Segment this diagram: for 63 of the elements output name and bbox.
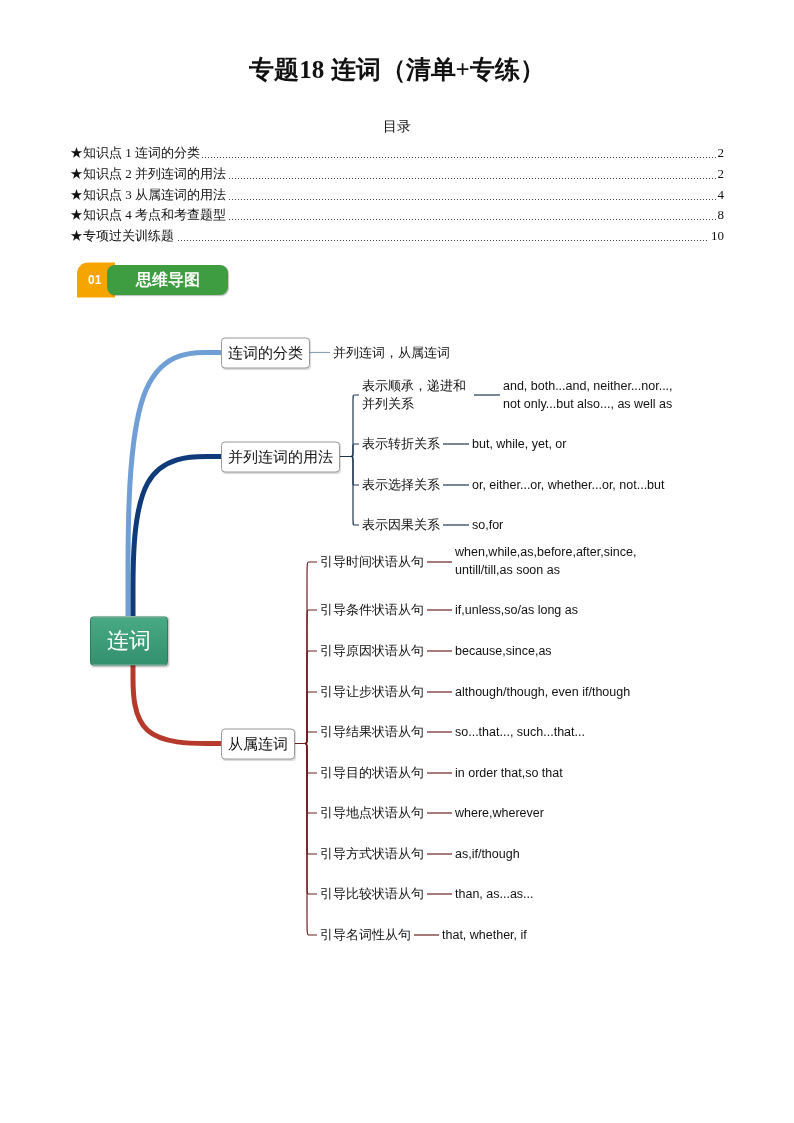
topic-box (221, 441, 340, 472)
connector-line (339, 455, 360, 526)
connector-line (413, 934, 440, 936)
clause-type-text: 引导方式状语从句 (317, 845, 427, 863)
branch-line (130, 454, 221, 616)
toc-entry: ★知识点 1 连词的分类 (70, 143, 202, 163)
connector-line (473, 394, 501, 396)
connector-line (426, 812, 453, 814)
connector-line (442, 443, 470, 445)
topic-label: 从属连词 (228, 734, 288, 753)
example-text: so...that..., such...that... (452, 723, 588, 741)
topic-box (221, 728, 295, 759)
relation-type-text: 表示因果关系 (359, 516, 443, 534)
relation-type-text: 表示转折关系 (359, 435, 443, 453)
relation-type-text: 表示顺承，递进和并列关系 (359, 377, 474, 413)
connector-line (426, 731, 453, 733)
toc-heading: 目录 (383, 118, 411, 136)
example-text: but, while, yet, or (469, 435, 570, 453)
example-text: 并列连词，从属连词 (330, 344, 453, 362)
clause-type-text: 引导时间状语从句 (317, 553, 427, 571)
connector-line (426, 650, 453, 652)
topic-box (221, 337, 310, 368)
example-text: or, either...or, whether...or, not...but (469, 476, 668, 494)
branch-line (130, 665, 221, 746)
example-text: in order that,so that (452, 764, 566, 782)
example-text: because,since,as (452, 642, 555, 660)
section-banner (107, 265, 228, 295)
example-text: so,for (469, 516, 507, 534)
example-text: that, whether, if (439, 926, 530, 944)
central-topic-box (90, 616, 168, 665)
connector-line (442, 484, 470, 486)
example-text: although/though, even if/though (452, 683, 634, 701)
section-heading: 思维导图 (135, 269, 200, 290)
clause-type-text: 引导目的状语从句 (317, 764, 427, 782)
connector-line (426, 561, 453, 563)
example-text: and, both...and, neither...nor..., not only...but also..., as well as (500, 377, 682, 413)
clause-type-text: 引导地点状语从句 (317, 804, 427, 822)
connector-line (294, 742, 318, 936)
clause-type-text: 引导条件状语从句 (317, 601, 427, 619)
branch-line (125, 350, 221, 616)
connector-line (309, 351, 331, 354)
example-text: where,wherever (452, 804, 547, 822)
central-topic-label: 连词 (107, 626, 151, 655)
connector-line (426, 772, 453, 774)
topic-label: 连词的分类 (228, 343, 303, 362)
connector-line (426, 893, 453, 895)
example-text: if,unless,so/as long as (452, 601, 581, 619)
connector-line (426, 691, 453, 693)
connector-line (442, 524, 470, 526)
example-text: as,if/though (452, 845, 523, 863)
example-text: than, as...as... (452, 885, 537, 903)
connector-line (426, 609, 453, 611)
page-title: 专题18 连词（清单+专练） (249, 55, 545, 85)
clause-type-text: 引导原因状语从句 (317, 642, 427, 660)
connector-line (426, 853, 453, 855)
clause-type-text: 引导名词性从句 (317, 926, 414, 944)
example-text: when,while,as,before,after,since, untill/till,as soon as (452, 543, 642, 579)
clause-type-text: 引导让步状语从句 (317, 683, 427, 701)
clause-type-text: 引导比较状语从句 (317, 885, 427, 903)
relation-type-text: 表示选择关系 (359, 476, 443, 494)
clause-type-text: 引导结果状语从句 (317, 723, 427, 741)
topic-label: 并列连词的用法 (228, 447, 333, 466)
section-number: 01 (88, 272, 102, 287)
